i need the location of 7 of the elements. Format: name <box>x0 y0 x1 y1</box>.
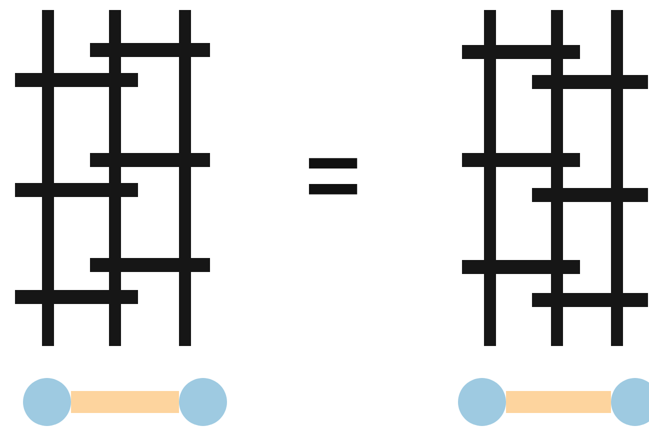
connector-bar <box>71 391 179 413</box>
circle-node <box>23 378 71 426</box>
circle-node <box>458 378 506 426</box>
connector-bar <box>506 391 611 413</box>
equals-sign: = <box>305 128 362 224</box>
circle-node <box>179 378 227 426</box>
circle-node <box>611 378 649 426</box>
